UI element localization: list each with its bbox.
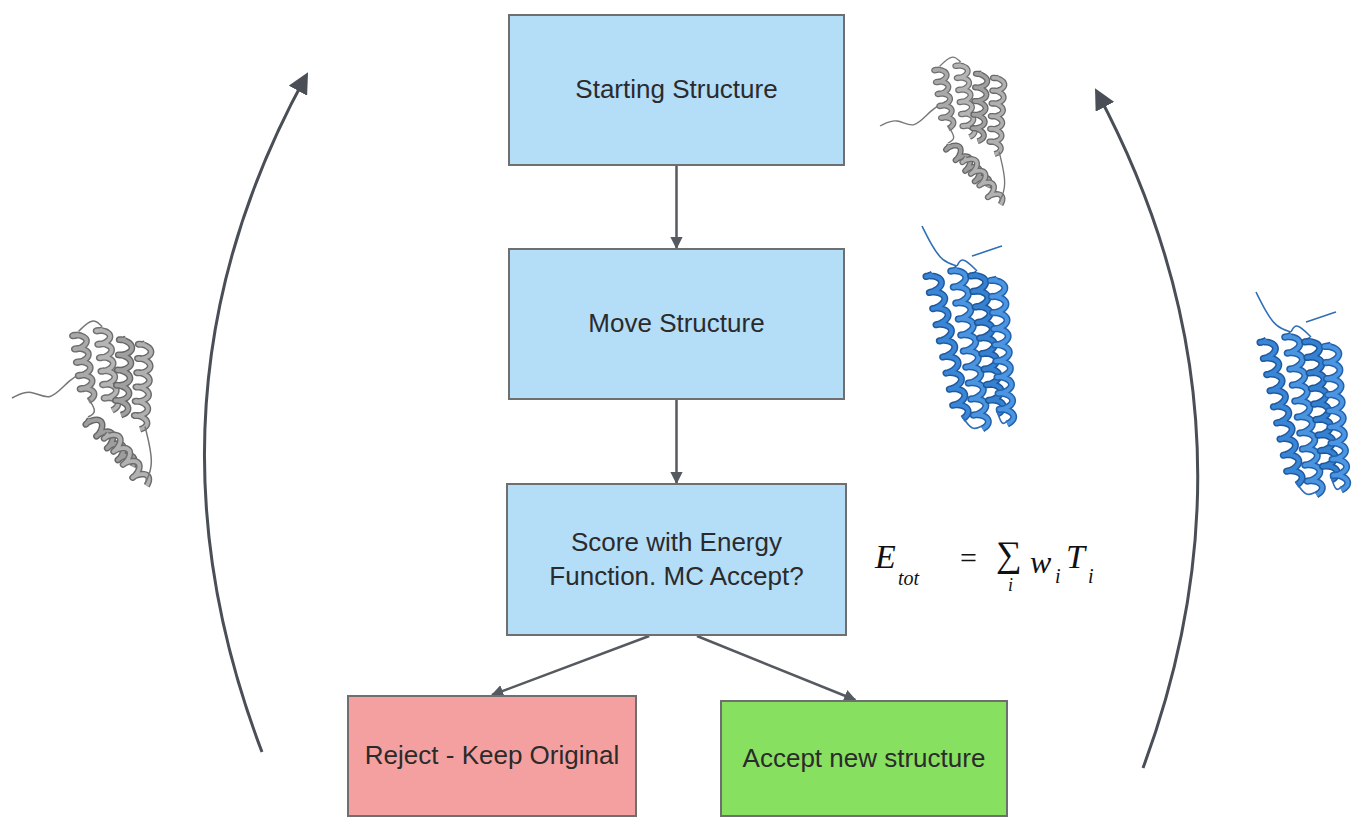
helix: [134, 344, 151, 430]
loop: [957, 260, 977, 271]
helix: [104, 434, 149, 486]
helix: [115, 339, 132, 415]
loop: [1296, 482, 1316, 494]
loop: [997, 411, 1007, 423]
formula-symbol: i: [1008, 576, 1013, 594]
helix: [962, 158, 1002, 205]
formula-symbol: T: [1066, 540, 1085, 574]
loop: [972, 246, 1002, 256]
helix: [989, 78, 1004, 155]
loop: [1306, 312, 1336, 322]
helix: [134, 344, 151, 430]
protein-blue: [922, 226, 1014, 429]
box-text: Score with Energy Function. MC Accept?: [508, 522, 845, 598]
cycle-arc: [1097, 92, 1198, 768]
formula-symbol: E: [875, 540, 896, 574]
reject-box: Reject - Keep Original: [347, 695, 637, 817]
formula-symbol: i: [1055, 566, 1061, 586]
loop: [1331, 477, 1341, 489]
box-text: Move Structure: [574, 303, 778, 345]
helix: [1260, 340, 1302, 485]
helix: [104, 434, 149, 486]
loop: [1291, 326, 1311, 337]
helix: [72, 334, 94, 401]
helix: [990, 279, 1013, 424]
formula-symbol: tot: [898, 568, 919, 588]
formula-symbol: w: [1030, 546, 1051, 578]
helix: [72, 334, 94, 401]
helix: [115, 339, 132, 415]
protein-blue: [1256, 292, 1348, 495]
helix: [926, 274, 968, 419]
accept-box: Accept new structure: [720, 700, 1008, 817]
loop: [948, 126, 954, 143]
process-box: Starting Structure: [508, 14, 845, 166]
helix: [934, 69, 953, 129]
loop: [940, 57, 961, 66]
flow-arrow: [675, 400, 678, 483]
helix: [972, 73, 987, 141]
loop: [999, 152, 1005, 203]
helix: [926, 274, 968, 419]
loop: [922, 226, 957, 266]
box-text: Reject - Keep Original: [351, 735, 633, 777]
flow-arrow: [675, 166, 678, 248]
box-text: Accept new structure: [729, 738, 1000, 780]
protein-grey: [12, 321, 151, 486]
helix: [1324, 345, 1347, 490]
protein-grey: [880, 57, 1005, 204]
cycle-arc: [204, 76, 306, 752]
flow-arrow: [697, 636, 855, 700]
loop: [962, 416, 982, 428]
helix: [962, 158, 1002, 205]
process-box: Move Structure: [508, 248, 845, 400]
box-text: Starting Structure: [561, 69, 791, 111]
formula-symbol: ∑: [996, 536, 1022, 572]
helix: [1324, 345, 1347, 490]
helix: [990, 279, 1013, 424]
loop: [79, 321, 103, 331]
helix: [972, 73, 987, 141]
helix: [1260, 340, 1302, 485]
flow-arrow: [492, 636, 649, 695]
helix: [934, 69, 953, 129]
loop: [88, 398, 94, 417]
decision-box: Score with Energy Function. MC Accept?: [506, 483, 847, 636]
helix: [989, 78, 1004, 155]
loop: [145, 427, 151, 484]
formula-symbol: i: [1088, 566, 1094, 586]
formula-symbol: =: [960, 543, 977, 573]
loop: [1256, 292, 1291, 332]
